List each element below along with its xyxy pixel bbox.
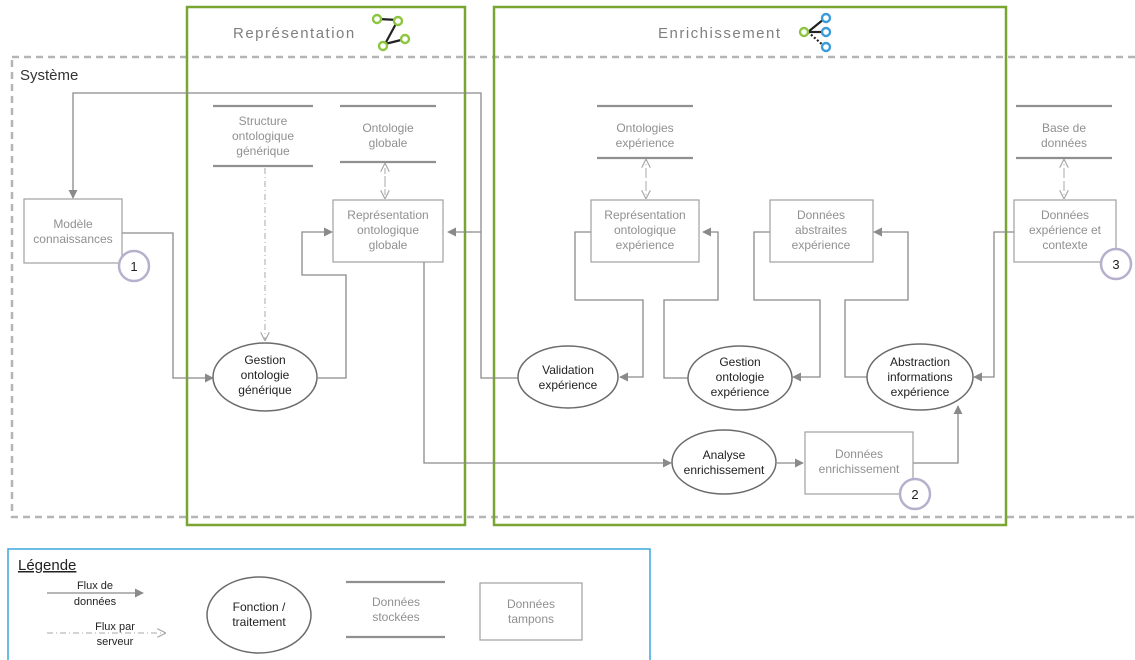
data-flows xyxy=(68,92,1014,468)
svg-text:expérience: expérience xyxy=(539,378,598,392)
svg-text:expérience: expérience xyxy=(891,385,950,399)
svg-text:ontologique: ontologique xyxy=(357,223,419,237)
store-structure-generique: Structure ontologique générique xyxy=(213,104,313,168)
legend: Légende Flux de données Flux par serveur… xyxy=(7,548,651,660)
systeme-frame xyxy=(10,55,1135,519)
systeme-label: Système xyxy=(20,67,78,84)
svg-text:enrichissement: enrichissement xyxy=(819,462,900,476)
svg-text:Flux de: Flux de xyxy=(77,580,113,592)
svg-text:générique: générique xyxy=(236,144,290,158)
graph-nodes-green-icon xyxy=(371,13,411,52)
svg-text:abstraites: abstraites xyxy=(795,223,847,237)
svg-text:Représentation: Représentation xyxy=(347,208,428,222)
svg-text:globale: globale xyxy=(369,238,408,252)
svg-text:expérience: expérience xyxy=(616,136,675,150)
svg-text:expérience et: expérience et xyxy=(1029,223,1102,237)
svg-text:ontologique: ontologique xyxy=(232,129,294,143)
svg-text:Représentation: Représentation xyxy=(604,208,685,222)
svg-text:connaissances: connaissances xyxy=(33,232,112,246)
svg-text:Données: Données xyxy=(372,595,420,609)
svg-text:traitement: traitement xyxy=(232,615,286,629)
svg-text:Données: Données xyxy=(835,447,883,461)
svg-text:générique: générique xyxy=(238,383,292,397)
representation-frame xyxy=(185,5,467,527)
svg-text:Données: Données xyxy=(797,208,845,222)
svg-text:Données: Données xyxy=(1041,208,1089,222)
svg-text:contexte: contexte xyxy=(1042,238,1088,252)
process-gestion-ontologie-experience: Gestion ontologie expérience xyxy=(687,345,793,411)
svg-text:Gestion: Gestion xyxy=(244,353,285,367)
badge-1: 1 xyxy=(117,249,151,283)
svg-text:Fonction /: Fonction / xyxy=(233,600,286,614)
enrichissement-title: Enrichissement xyxy=(658,25,782,42)
legend-fonction: Fonction / traitement xyxy=(206,576,312,654)
svg-text:ontologique: ontologique xyxy=(614,223,676,237)
legend-flux-donnees: Flux de données xyxy=(47,580,144,608)
process-gestion-ontologie-generique: Gestion ontologie générique xyxy=(212,342,318,412)
svg-text:Ontologie: Ontologie xyxy=(362,121,414,135)
svg-text:1: 1 xyxy=(130,259,137,274)
svg-text:enrichissement: enrichissement xyxy=(684,463,765,477)
svg-text:données: données xyxy=(1041,136,1087,150)
enrichissement-frame xyxy=(492,5,1008,527)
svg-text:Base de: Base de xyxy=(1042,121,1086,135)
svg-text:3: 3 xyxy=(1112,257,1119,272)
process-validation-experience: Validation expérience xyxy=(517,345,619,409)
buffer-representation-experience: Représentation ontologique expérience xyxy=(590,199,700,263)
legend-title: Légende xyxy=(18,557,76,574)
svg-text:Flux par: Flux par xyxy=(95,621,135,633)
store-ontologies-experience: Ontologies expérience xyxy=(597,104,693,160)
legend-flux-serveur: Flux par serveur xyxy=(47,621,165,648)
svg-text:Abstraction: Abstraction xyxy=(890,355,950,369)
svg-text:Ontologies: Ontologies xyxy=(616,121,673,135)
svg-text:Modèle: Modèle xyxy=(53,217,93,231)
store-ontologie-globale: Ontologie globale xyxy=(340,104,436,164)
store-base-donnees: Base de données xyxy=(1016,104,1112,160)
svg-text:expérience: expérience xyxy=(792,238,851,252)
badge-3: 3 xyxy=(1099,247,1133,281)
svg-text:tampons: tampons xyxy=(508,612,554,626)
buffer-modele-connaissances: Modèle connaissances xyxy=(23,198,123,264)
svg-text:expérience: expérience xyxy=(711,385,770,399)
buffer-donnees-abstraites: Données abstraites expérience xyxy=(769,199,874,263)
svg-text:informations: informations xyxy=(887,370,952,384)
svg-text:serveur: serveur xyxy=(97,636,134,648)
buffer-donnees-experience: Données expérience et contexte xyxy=(1013,199,1117,263)
svg-text:ontologie: ontologie xyxy=(241,368,290,382)
svg-text:expérience: expérience xyxy=(616,238,675,252)
svg-text:données: données xyxy=(74,596,117,608)
legend-stockees: Données stockées xyxy=(346,580,445,639)
svg-text:2: 2 xyxy=(911,487,918,502)
process-analyse-enrichissement: Analyse enrichissement xyxy=(671,429,777,495)
svg-text:Analyse: Analyse xyxy=(703,448,746,462)
graph-nodes-blue-icon xyxy=(798,12,832,53)
svg-text:stockées: stockées xyxy=(372,610,419,624)
process-abstraction-informations: Abstraction informations expérience xyxy=(866,343,974,411)
svg-text:ontologie: ontologie xyxy=(716,370,765,384)
buffer-representation-globale: Représentation ontologique globale xyxy=(332,199,444,263)
svg-text:Données: Données xyxy=(507,597,555,611)
representation-title: Représentation xyxy=(233,25,356,42)
svg-text:Gestion: Gestion xyxy=(719,355,760,369)
svg-text:Validation: Validation xyxy=(542,363,594,377)
legend-tampons: Données tampons xyxy=(479,582,583,641)
buffer-donnees-enrichissement: Données enrichissement xyxy=(804,431,914,495)
badge-2: 2 xyxy=(898,477,932,511)
svg-text:Structure: Structure xyxy=(239,114,288,128)
svg-text:globale: globale xyxy=(369,136,408,150)
server-flows xyxy=(265,160,1064,340)
